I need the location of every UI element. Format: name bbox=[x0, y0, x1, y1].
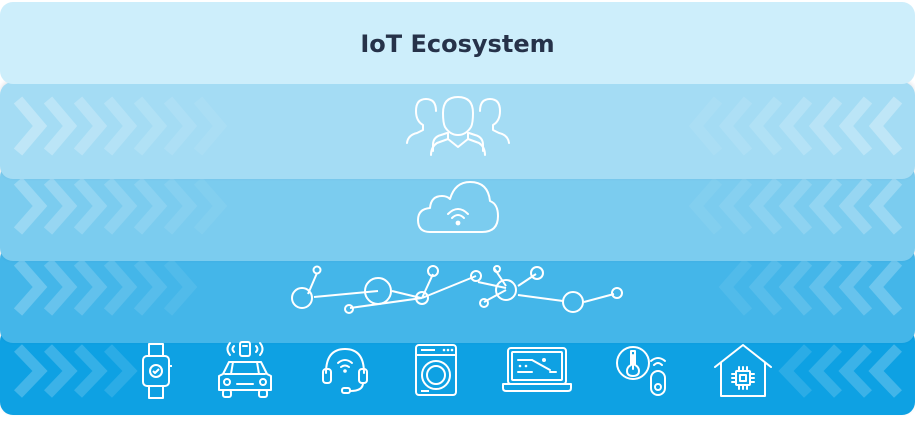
smart-home-icon bbox=[714, 344, 772, 397]
chevron-pattern bbox=[13, 96, 903, 156]
laptop-icon bbox=[502, 347, 572, 392]
people-icon bbox=[406, 96, 510, 156]
wifi-cloud-icon bbox=[417, 181, 499, 233]
cloud-layer bbox=[0, 164, 915, 261]
smartwatch-icon bbox=[142, 343, 172, 399]
thermostat-icon bbox=[616, 346, 666, 396]
diagram-title: IoT Ecosystem bbox=[360, 30, 555, 58]
network-layer bbox=[0, 246, 915, 343]
iot-ecosystem-diagram: IoT Ecosystem bbox=[0, 2, 915, 415]
connected-car-icon bbox=[218, 341, 272, 398]
chevron-pattern bbox=[13, 258, 903, 316]
network-nodes-icon bbox=[291, 265, 623, 314]
chevron-pattern bbox=[14, 344, 902, 398]
title-layer bbox=[0, 2, 915, 84]
washing-machine-icon bbox=[415, 344, 457, 396]
users-layer bbox=[0, 82, 915, 179]
chevron-pattern bbox=[13, 177, 903, 235]
headset-icon bbox=[322, 348, 368, 394]
